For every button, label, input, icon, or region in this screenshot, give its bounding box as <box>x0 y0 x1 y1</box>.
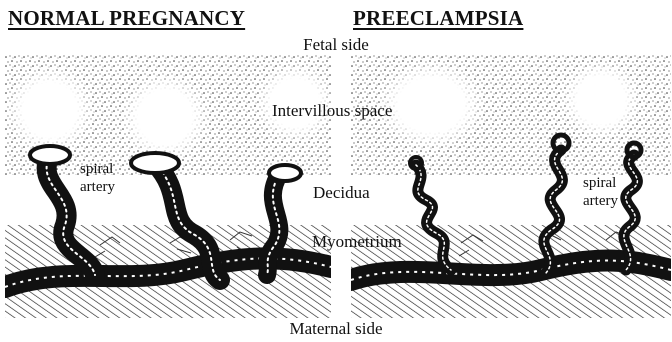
fetal-side-label: Fetal side <box>0 35 672 55</box>
normal-pregnancy-heading: NORMAL PREGNANCY <box>8 6 245 31</box>
maternal-side-label: Maternal side <box>0 319 672 339</box>
preeclampsia-heading: PREECLAMPSIA <box>353 6 523 31</box>
preeclampsia-illustration <box>351 55 671 318</box>
normal-pregnancy-illustration <box>5 55 331 318</box>
